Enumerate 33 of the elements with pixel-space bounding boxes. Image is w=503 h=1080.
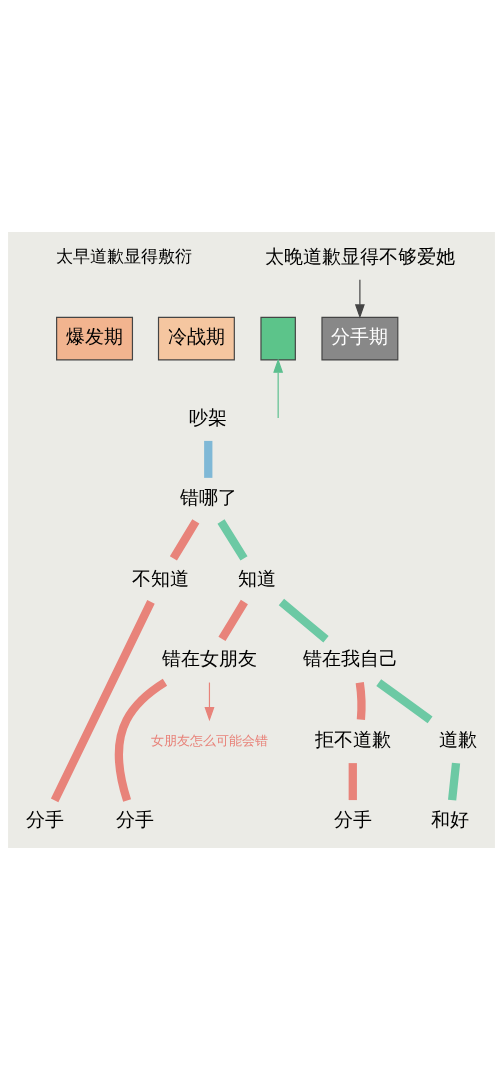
connector	[278, 598, 329, 643]
node-box: 分手期	[321, 316, 399, 361]
node-text: 不知道	[132, 566, 190, 589]
connector	[448, 762, 461, 801]
arrow	[204, 681, 215, 722]
node-box	[260, 316, 296, 361]
connector	[114, 678, 168, 802]
node-text: 分手	[25, 808, 64, 831]
node-text: 太晚道歉显得不够爱她	[264, 244, 455, 267]
arrow	[273, 358, 284, 419]
node-text: 分手	[333, 808, 372, 831]
connector	[376, 679, 433, 724]
connector	[169, 519, 200, 561]
node-box: 爆发期	[56, 316, 134, 361]
connector	[348, 763, 357, 801]
node-text: 女朋友怎么可能会错	[150, 732, 268, 748]
connector	[204, 440, 213, 478]
node-text: 和好	[430, 808, 469, 831]
node-text: 知道	[237, 566, 276, 589]
arrow	[354, 279, 365, 319]
node-text: 错在我自己	[302, 647, 398, 670]
node-box: 冷战期	[157, 316, 235, 361]
label: 太早道歉显得敷衍	[56, 247, 193, 267]
connector	[355, 681, 366, 720]
node-text: 道歉	[439, 727, 478, 750]
connector	[50, 600, 155, 803]
node-text: 拒不道歉	[314, 727, 391, 750]
node-text: 错在女朋友	[161, 647, 257, 670]
connector	[217, 519, 248, 561]
node-text: 吵架	[189, 405, 228, 428]
node-text: 错哪了	[179, 486, 237, 509]
connector	[218, 599, 248, 642]
node-text: 分手	[115, 808, 154, 831]
